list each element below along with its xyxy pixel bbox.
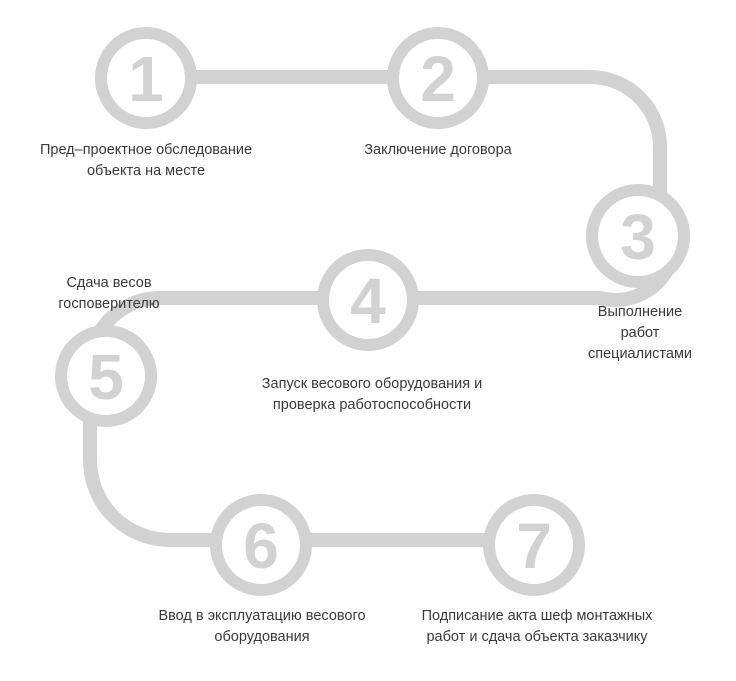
step-5-ring [55,325,157,427]
step-1-label: Пред–проектное обследование объекта на м… [39,142,253,179]
step-7-marker: 7 [483,494,585,596]
step-2-ring [387,27,489,129]
step-4-label: Запуск весового оборудования и проверка … [261,376,483,413]
step-6-label: Ввод в эксплуатацию весового оборудовани… [158,608,366,645]
step-2-label: Заключение договора [364,142,512,158]
step-7-number: 7 [516,510,552,582]
step-4-marker: 4 [317,249,419,351]
step-5-label: Сдача весов госповерителю [58,275,160,312]
step-1-marker: 1 [95,27,197,129]
step-2-number: 2 [420,43,456,115]
step-7-label: Подписание акта шеф монтажных работ и сд… [421,608,653,645]
step-1-number: 1 [128,43,164,115]
step-3-label: Выполнение работ специалистами [587,304,693,362]
step-3-ring [586,184,690,288]
step-5-number: 5 [88,341,124,413]
step-6-marker: 6 [210,494,312,596]
step-6-ring [210,494,312,596]
step-6-number: 6 [243,510,279,582]
step-3-number: 3 [620,201,656,273]
step-4-number: 4 [350,265,386,337]
step-5-marker: 5 [55,325,157,427]
process-path-line [83,70,683,547]
step-4-ring [317,249,419,351]
step-3-marker: 3 [586,184,690,288]
step-7-ring [483,494,585,596]
step-2-marker: 2 [387,27,489,129]
step-1-ring [95,27,197,129]
